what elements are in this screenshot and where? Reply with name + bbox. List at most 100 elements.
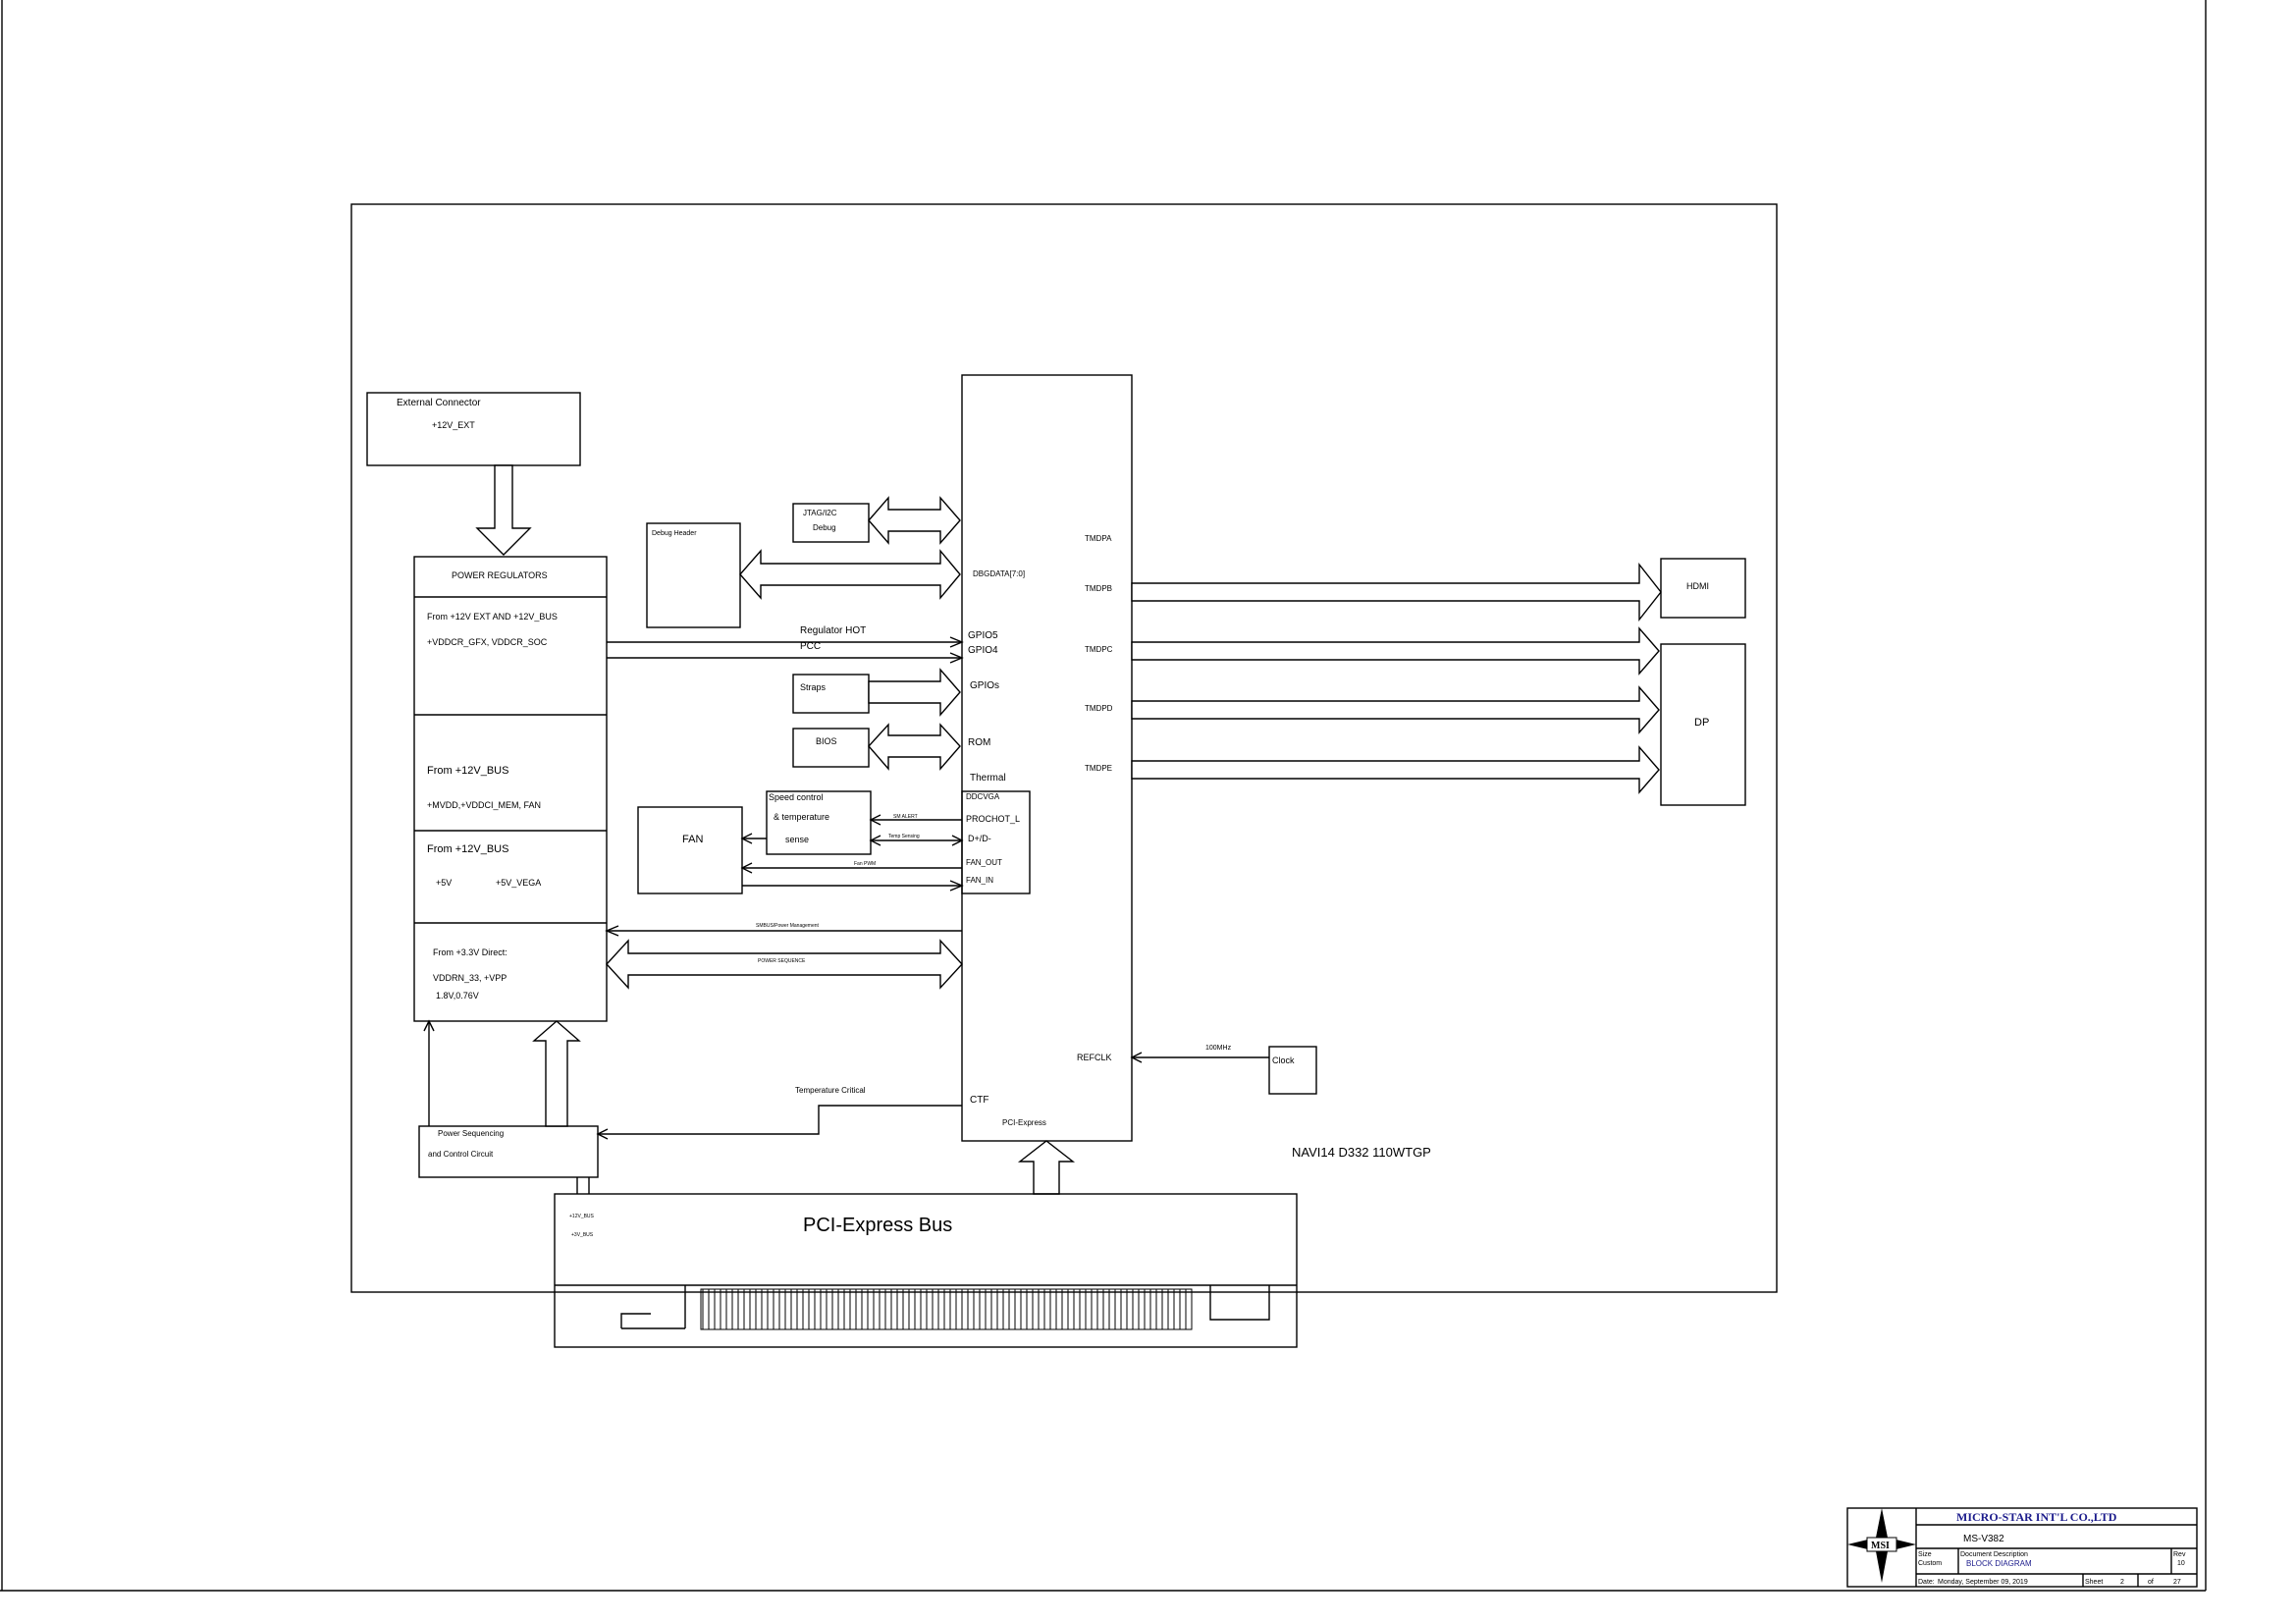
gpu-gpio5: GPIO5 [968, 630, 998, 641]
straps-arrow [868, 668, 961, 717]
dp-block: DP [1660, 643, 1746, 806]
gpu-block: DBGDATA[7:0] GPIO5 GPIO4 GPIOs ROM Therm… [961, 374, 1133, 1142]
pcc-label: PCC [800, 641, 821, 652]
rev-value: 10 [2177, 1560, 2185, 1567]
straps-label: Straps [800, 682, 827, 692]
diagram-frame [350, 203, 1778, 1293]
desc-value: BLOCK DIAGRAM [1966, 1559, 2032, 1568]
smbus-signal: SMBUS/Power Management [605, 923, 962, 937]
gpu-ddcvga: DDCVGA [966, 792, 1000, 801]
speed-control-line2: & temperature [774, 812, 829, 822]
regulator-s1-line1: From +12V EXT AND +12V_BUS [427, 612, 558, 622]
pcie-gold-fingers [700, 1288, 1193, 1330]
fan-out-signal: Fan PWM [740, 861, 962, 874]
pcie-bus-title: PCI-Express Bus [803, 1215, 952, 1236]
gpu-tmdpa: TMDPA [1085, 534, 1112, 543]
pcc-signal: PCC [607, 641, 964, 664]
temp-sensing-label: Temp Sensing [888, 834, 920, 839]
size-label: Size [1918, 1551, 1932, 1558]
gpu-dpdm: D+/D- [968, 834, 991, 843]
hdmi-label: HDMI [1686, 581, 1709, 591]
bios-label: BIOS [816, 736, 837, 746]
regulator-s3-left: +5V [436, 878, 452, 888]
regulator-s2-line2: +MVDD,+VDDCI_MEM, FAN [427, 800, 541, 810]
fan-block: FAN [637, 806, 743, 894]
pcie-bus-block: PCI-Express Bus +12V_BUS +3V_BUS [554, 1193, 1298, 1348]
debug-header-block: Debug Header [646, 522, 741, 628]
clock-freq-label: 100MHz [1205, 1045, 1232, 1052]
tmdpe-to-dp-arrow [1131, 745, 1660, 794]
power-regulators-title: POWER REGULATORS [452, 570, 548, 580]
msi-logo: MSI [1847, 1508, 1916, 1583]
gpu-fan-in: FAN_IN [966, 876, 993, 885]
fan-in-signal [742, 880, 964, 892]
ext-to-regulators-arrow [475, 464, 532, 556]
rev-label: Rev [2173, 1551, 2186, 1558]
jtag-bidir-arrow [868, 496, 961, 545]
refclk-signal: 100MHz [1130, 1045, 1269, 1063]
jtag-label-2: Debug [813, 523, 836, 532]
temperature-critical-signal: Temperature Critical [596, 1086, 962, 1140]
hdmi-block: HDMI [1660, 558, 1746, 619]
bus-to-gpu-arrow [1017, 1140, 1076, 1195]
sheet-total: 27 [2173, 1579, 2181, 1586]
power-seq-line1: Power Sequencing [438, 1129, 504, 1138]
power-regulators-block: POWER REGULATORS From +12V EXT AND +12V_… [413, 556, 608, 1022]
bios-block: BIOS [792, 728, 870, 768]
regulator-s4-line1: From +3.3V Direct: [433, 947, 507, 957]
temp-sensing-signal: Temp Sensing [869, 834, 964, 846]
power-seq-line2: and Control Circuit [428, 1150, 494, 1159]
sm-alert-label: SM ALERT [893, 814, 918, 820]
external-connector-title: External Connector [397, 398, 481, 408]
dp-label: DP [1694, 717, 1709, 729]
external-connector-rail: +12V_EXT [432, 420, 475, 430]
gpu-refclk: REFCLK [1077, 1053, 1112, 1062]
gpu-tmdpe: TMDPE [1085, 764, 1112, 773]
power-seq-to-regulators-head [423, 1019, 435, 1032]
speed-control-line1: Speed control [769, 792, 824, 802]
jtag-block: JTAG/I2C Debug [792, 503, 870, 543]
regulator-hot-signal: Regulator HOT [607, 625, 964, 648]
gpu-fan-out: FAN_OUT [966, 858, 1002, 867]
regulator-hot-label: Regulator HOT [800, 625, 866, 636]
gpu-ctf: CTF [970, 1095, 988, 1106]
tmdpb-to-hdmi-arrow [1131, 562, 1662, 622]
gpu-tmdpc: TMDPC [1085, 645, 1113, 654]
of-label: of [2148, 1579, 2154, 1586]
tmdpc-to-dp-arrow [1131, 626, 1660, 676]
gpu-gpio4: GPIO4 [968, 645, 998, 656]
fan-label: FAN [682, 834, 703, 845]
debug-header-label: Debug Header [652, 530, 697, 537]
gpu-tmdpb: TMDPB [1085, 584, 1112, 593]
power-sequence-label: POWER SEQUENCE [758, 958, 806, 964]
smbus-label: SMBUS/Power Management [756, 923, 820, 929]
straps-block: Straps [792, 674, 870, 714]
gpu-prochot: PROCHOT_L [966, 814, 1020, 824]
date-label: Date: [1918, 1579, 1935, 1586]
gpu-pcie: PCI-Express [1002, 1118, 1046, 1127]
speed-control-line3: sense [785, 835, 809, 844]
date-value: Monday, September 09, 2019 [1938, 1579, 2028, 1586]
bios-bidir-arrow [868, 723, 961, 771]
sheet-label: Sheet [2085, 1579, 2103, 1586]
gpu-rom: ROM [968, 737, 990, 748]
pcie-bus-rail2: +3V_BUS [571, 1232, 594, 1238]
gpu-tmdpd: TMDPD [1085, 704, 1113, 713]
external-connector-block: External Connector +12V_EXT [366, 392, 581, 466]
bus-to-regulators-arrow [532, 1020, 581, 1127]
pcie-bus-rail1: +12V_BUS [569, 1214, 595, 1219]
fan-pwm-label: Fan PWM [854, 861, 876, 867]
speed-to-fan-arrowhead [740, 833, 753, 844]
power-sequence-signal: POWER SEQUENCE [606, 939, 963, 990]
clock-block: Clock [1268, 1046, 1317, 1095]
clock-label: Clock [1272, 1055, 1295, 1065]
gpu-thermal: Thermal [970, 773, 1006, 784]
model-number: MS-V382 [1963, 1534, 2004, 1544]
chip-label: NAVI14 D332 110WTGP [1292, 1145, 1431, 1160]
power-sequencing-block: Power Sequencing and Control Circuit [418, 1125, 599, 1178]
pcie-finger-outline [700, 1288, 1193, 1330]
regulator-s3-line1: From +12V_BUS [427, 843, 508, 855]
regulator-s3-right: +5V_VEGA [496, 878, 541, 888]
company-name: MICRO-STAR INT'L CO.,LTD [1956, 1510, 2117, 1524]
